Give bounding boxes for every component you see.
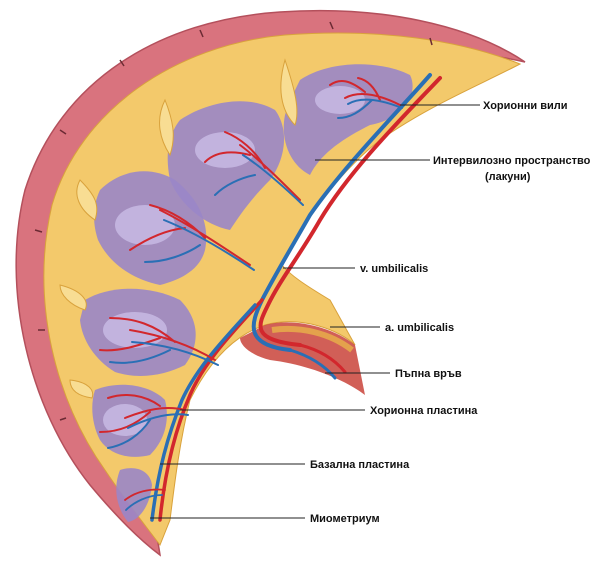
label-intervillous-space-note: (лакуни)	[485, 171, 531, 183]
label-umbilical-cord: Пъпна връв	[395, 368, 462, 380]
label-a-umbilicalis: a. umbilicalis	[385, 322, 454, 334]
decidua-layer	[44, 33, 520, 545]
label-chorionic-plate: Хорионна пластина	[370, 405, 478, 417]
label-intervillous-space: Интервилозно пространство	[433, 155, 591, 167]
label-myometrium: Миометриум	[310, 513, 380, 525]
label-v-umbilicalis: v. umbilicalis	[360, 263, 428, 275]
label-basal-plate: Базална пластина	[310, 459, 410, 471]
label-chorionic-villi: Хорионни вили	[483, 100, 568, 112]
